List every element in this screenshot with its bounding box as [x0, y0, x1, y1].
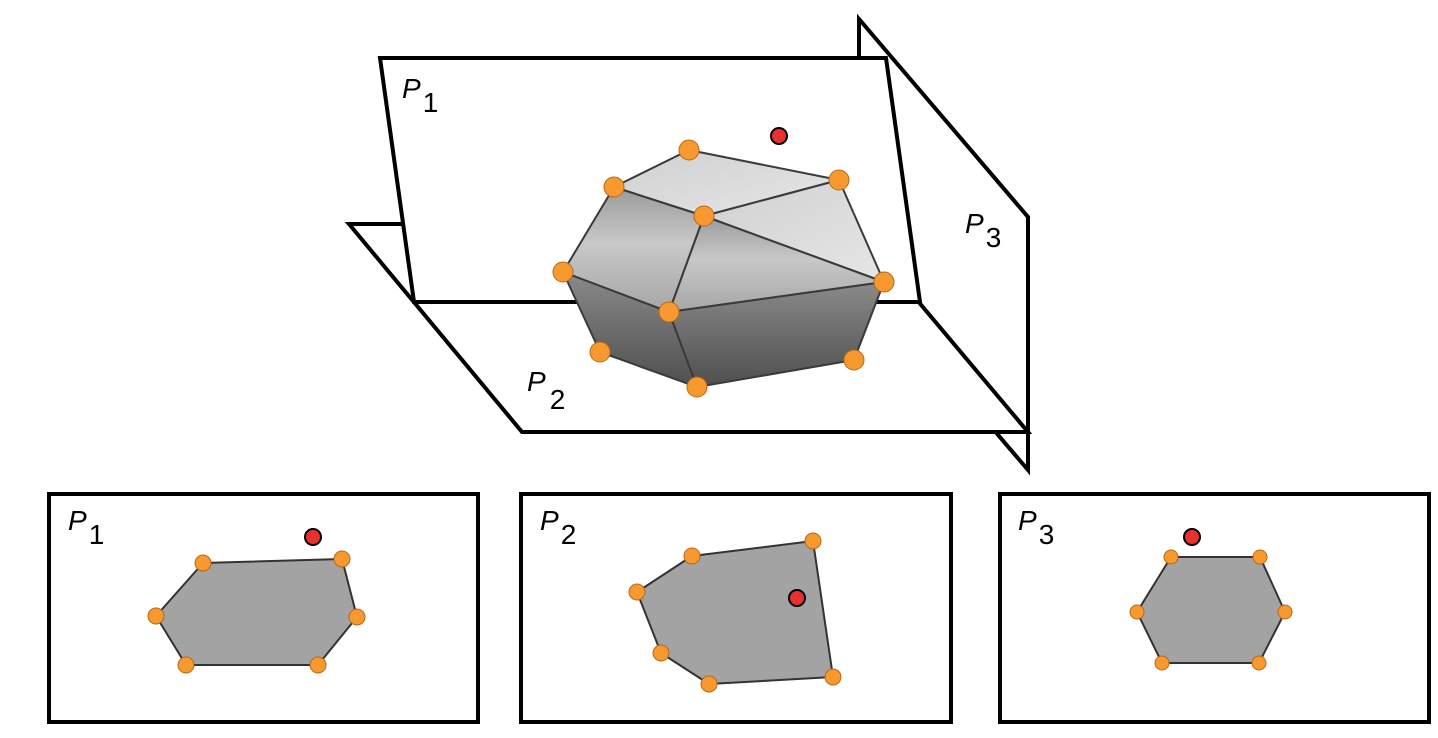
query-point: [304, 528, 322, 546]
vertex-dot: [804, 532, 822, 550]
vertex-dot: [194, 554, 212, 572]
vertex-dot: [147, 607, 165, 625]
vertex-dot: [1277, 604, 1293, 620]
vertex-dot: [652, 644, 670, 662]
panel-p1-label: P1: [68, 505, 104, 550]
vertex-dot: [603, 176, 625, 198]
panel-p2-label: P2: [540, 505, 576, 550]
vertex-dot: [700, 675, 718, 693]
vertex-dot: [1129, 604, 1145, 620]
vertex-dot: [873, 271, 895, 293]
vertex-dot: [333, 550, 351, 568]
vertex-dot: [683, 547, 701, 565]
vertex-dot: [552, 261, 574, 283]
label-p2: P2: [527, 366, 565, 415]
vertex-dot: [177, 656, 195, 674]
panel-p2: P2: [519, 492, 953, 724]
vertex-dot: [686, 376, 708, 398]
query-point: [1183, 528, 1201, 546]
panel-p3: P3: [998, 492, 1431, 724]
query-point: [770, 127, 788, 145]
panel-p3-label: P3: [1018, 505, 1054, 550]
vertex-dot: [309, 656, 327, 674]
polyhedron: [552, 139, 895, 398]
vertex-dot: [1251, 655, 1267, 671]
vertex-dot: [348, 608, 366, 626]
vertex-dot: [828, 169, 850, 191]
label-p1: P1: [402, 73, 438, 118]
vertex-dot: [678, 139, 700, 161]
vertex-dot: [1154, 655, 1170, 671]
vertex-dot: [658, 301, 680, 323]
vertex-dot: [1163, 549, 1179, 565]
vertex-dot: [843, 349, 865, 371]
vertex-dot: [1252, 549, 1268, 565]
query-point: [788, 589, 806, 607]
vertex-dot: [628, 583, 646, 601]
label-p3: P3: [965, 208, 1001, 253]
panel-p1: P1: [47, 492, 480, 724]
vertex-dot: [693, 205, 715, 227]
vertex-dot: [824, 668, 842, 686]
vertex-dot: [589, 341, 611, 363]
